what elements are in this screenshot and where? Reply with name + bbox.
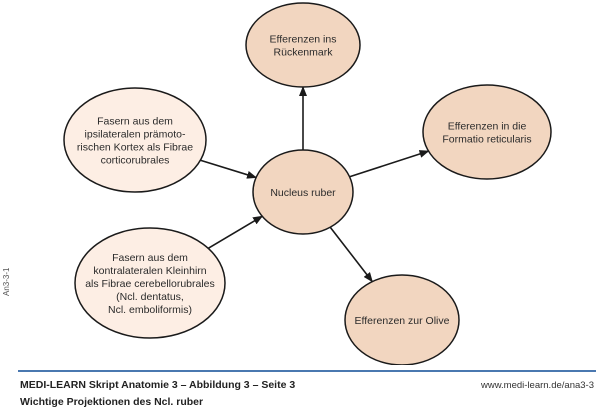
footer-title: MEDI-LEARN Skript Anatomie 3 – Abbildung…	[20, 379, 296, 391]
node-label-formatio: Formatio reticularis	[442, 134, 531, 146]
node-label-kortex: Fasern aus dem	[97, 116, 173, 128]
node-label-center: Nucleus ruber	[270, 187, 336, 199]
node-ellipse-kortex	[63, 87, 207, 193]
node-olive: Efferenzen zur Olive	[344, 274, 460, 365]
figure-id-label: An3-3-1	[2, 267, 11, 296]
node-label-kleinhirn: Ncl. emboliformis)	[108, 304, 192, 316]
arrow-kleinhirn-to-center	[207, 215, 264, 250]
node-center: Nucleus ruber	[252, 149, 354, 235]
footer-divider	[18, 370, 596, 372]
node-label-olive: Efferenzen zur Olive	[355, 315, 450, 327]
node-ellipse-kleinhirn	[74, 227, 226, 339]
node-label-kortex: corticorubrales	[101, 155, 170, 167]
node-ellipse-center	[252, 149, 354, 235]
node-label-kortex: ipsilateralen prämoto-	[85, 129, 186, 141]
node-label-kortex: rischen Kortex als Fibrae	[77, 142, 193, 154]
arrow-center-to-olive	[329, 226, 373, 283]
node-label-kleinhirn: kontralateralen Kleinhirn	[93, 265, 206, 277]
node-label-kleinhirn: Fasern aus dem	[112, 252, 188, 264]
node-label-kleinhirn: als Fibrae cerebellorubrales	[85, 278, 215, 290]
node-ellipse-olive	[344, 274, 460, 365]
node-label-formatio: Efferenzen in die	[448, 121, 527, 133]
node-ellipse-rueckenmark	[245, 2, 361, 88]
footer-subtitle: Wichtige Projektionen des Ncl. ruber	[20, 396, 204, 408]
node-ellipse-formatio	[422, 84, 552, 180]
node-label-rueckenmark: Rückenmark	[274, 47, 334, 59]
arrow-kortex-to-center	[200, 159, 258, 179]
edges-layer	[200, 86, 430, 283]
arrow-center-to-formatio	[349, 150, 430, 178]
node-label-kleinhirn: (Ncl. dentatus,	[116, 291, 184, 303]
footer-url-link[interactable]: www.medi-learn.de/ana3-3	[480, 380, 594, 391]
node-label-rueckenmark: Efferenzen ins	[270, 34, 337, 46]
